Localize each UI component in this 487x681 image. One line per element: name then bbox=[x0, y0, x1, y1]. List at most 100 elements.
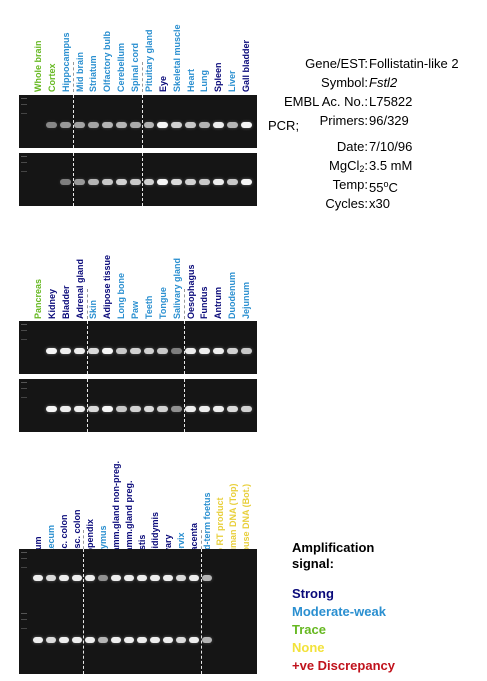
lane-label: Spleen bbox=[213, 62, 224, 92]
gel-band bbox=[115, 406, 127, 412]
panel-1-gel-top bbox=[19, 95, 257, 148]
gel-band bbox=[240, 179, 252, 185]
gel-band bbox=[84, 575, 95, 581]
temp-value: 55oC bbox=[369, 175, 485, 195]
label-divider bbox=[200, 530, 202, 560]
gel-band bbox=[58, 575, 69, 581]
lane-label: Hippocampus bbox=[60, 32, 71, 92]
lane-label: Mid brain bbox=[74, 52, 85, 92]
gel-band bbox=[46, 406, 58, 412]
gel-band bbox=[32, 575, 43, 581]
gel-band bbox=[115, 179, 127, 185]
lane-label: Pituitary gland bbox=[143, 29, 154, 92]
lane-divider bbox=[183, 379, 185, 432]
lane-label: Adipose tissue bbox=[102, 254, 113, 319]
lane-label: Duodenum bbox=[227, 272, 238, 319]
gel-band bbox=[88, 179, 99, 185]
legend-item-trace: Trace bbox=[292, 622, 326, 637]
gel-band bbox=[157, 179, 169, 185]
gel-band bbox=[71, 637, 82, 643]
gel-band bbox=[129, 348, 141, 354]
gel-band bbox=[240, 348, 252, 354]
gel-band bbox=[123, 575, 134, 581]
label-divider bbox=[142, 62, 143, 92]
lane-label: Oesophagus bbox=[185, 264, 196, 319]
lane-divider bbox=[72, 95, 74, 148]
gel-band bbox=[185, 122, 196, 128]
gel-band bbox=[185, 348, 196, 354]
lane-label: Lung bbox=[199, 70, 210, 92]
gel-band bbox=[45, 575, 56, 581]
panel-1-gel-bottom bbox=[19, 153, 257, 206]
gel-band bbox=[129, 179, 141, 185]
gel-band bbox=[226, 122, 238, 128]
gel-band bbox=[46, 122, 58, 128]
lane-label: Cerebellum bbox=[116, 42, 127, 92]
gel-band bbox=[163, 637, 174, 643]
legend-item-none: None bbox=[292, 640, 325, 655]
lane-divider bbox=[83, 610, 85, 674]
gel-band bbox=[58, 637, 69, 643]
legend-item-moderate: Moderate-weak bbox=[292, 604, 386, 619]
gel-band bbox=[199, 122, 210, 128]
gel-band bbox=[157, 406, 169, 412]
gel-band bbox=[157, 122, 169, 128]
gel-band bbox=[171, 179, 183, 185]
gel-band bbox=[46, 348, 58, 354]
gel-band bbox=[123, 637, 134, 643]
gel-band bbox=[171, 406, 183, 412]
gel-band bbox=[74, 348, 85, 354]
gel-band bbox=[199, 406, 210, 412]
gel-band bbox=[32, 637, 43, 643]
gel-band bbox=[212, 406, 224, 412]
gel-band bbox=[189, 637, 200, 643]
lane-divider bbox=[86, 321, 88, 374]
gel-band bbox=[129, 406, 141, 412]
lane-label: Kidney bbox=[46, 288, 57, 319]
lane-label: Jejunum bbox=[241, 281, 252, 319]
pcr-labels: Date: MgCl2: Temp: Cycles: bbox=[262, 137, 368, 213]
ladder-marker bbox=[21, 324, 27, 340]
ladder-marker bbox=[21, 613, 27, 629]
temp-value-end: C bbox=[388, 180, 398, 195]
lane-label: Teeth bbox=[143, 295, 154, 319]
symbol-label: Symbol: bbox=[321, 75, 368, 90]
gel-band bbox=[143, 122, 155, 128]
legend-title-line1: Amplification bbox=[292, 540, 375, 555]
lane-label: Fundus bbox=[199, 286, 210, 320]
gel-band bbox=[101, 122, 113, 128]
lane-label: Whole brain bbox=[32, 40, 43, 93]
primers-label: Primers: bbox=[319, 113, 368, 128]
gel-band bbox=[176, 637, 187, 643]
lane-label: Long bone bbox=[116, 273, 127, 319]
gel-band bbox=[157, 348, 169, 354]
info-labels: Gene/EST: Symbol: EMBL Ac. No.: Primers: bbox=[262, 54, 368, 130]
embl-label: EMBL Ac. No.: bbox=[283, 94, 368, 109]
lane-label: Cortex bbox=[46, 63, 57, 92]
gel-band bbox=[45, 637, 56, 643]
date-value: 7/10/96 bbox=[369, 139, 413, 154]
lane-label: Liver bbox=[227, 70, 238, 92]
lane-label: Salivary gland bbox=[171, 257, 182, 319]
legend-item-discrepancy: +ve Discrepancy bbox=[292, 658, 395, 673]
gel-band bbox=[97, 637, 108, 643]
embl-value: L75822 bbox=[369, 94, 413, 109]
lane-label: Skeletal muscle bbox=[171, 24, 182, 92]
gel-band bbox=[176, 575, 187, 581]
pcr-values: 7/10/96 3.5 mM 55oC x30 bbox=[369, 137, 485, 213]
lane-label: Bladder bbox=[60, 285, 71, 319]
gel-band bbox=[143, 348, 155, 354]
gene-value: Follistatin-like 2 bbox=[369, 56, 459, 71]
gel-band bbox=[88, 122, 99, 128]
lane-divider bbox=[142, 153, 143, 206]
gel-band bbox=[136, 575, 148, 581]
gel-band bbox=[60, 348, 72, 354]
gel-band bbox=[88, 348, 99, 354]
panel-2-gel-top bbox=[19, 321, 257, 374]
gel-band bbox=[240, 406, 252, 412]
gel-band bbox=[185, 179, 196, 185]
gel-band bbox=[101, 406, 113, 412]
